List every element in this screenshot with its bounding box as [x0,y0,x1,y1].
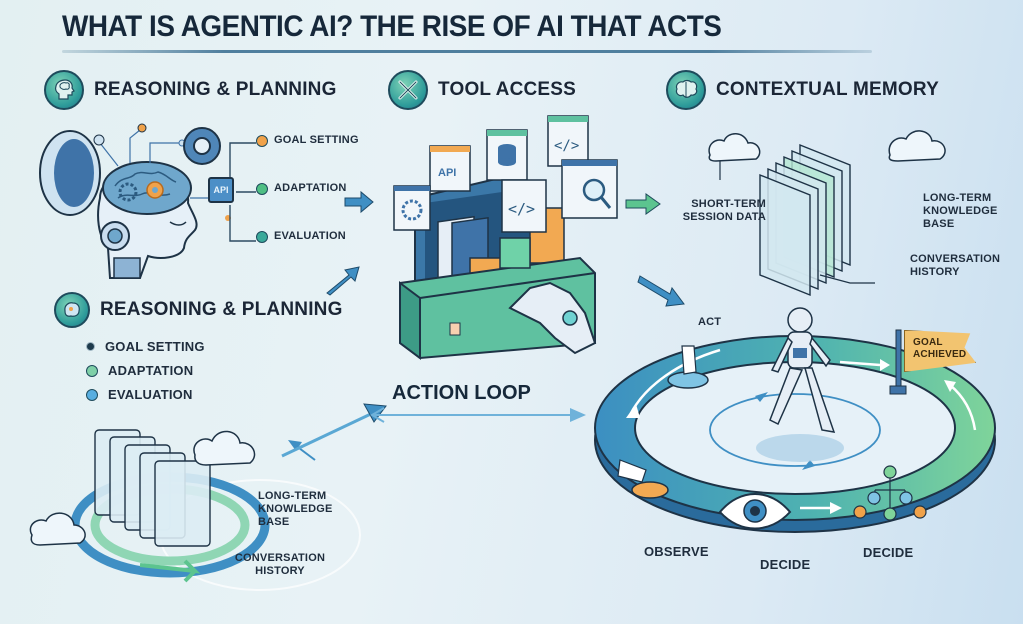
arrow-right-icon [344,190,374,214]
brain-head-icon [54,292,90,328]
contextual-memory-header: CONTEXTUAL MEMORY [666,70,939,110]
short-term-label: SHORT-TERM SESSION DATA [682,198,766,223]
arrow-down-right-icon [637,275,685,307]
memory-loop-illustration [29,429,361,591]
branch-adaptation: ADAPTATION [256,182,359,195]
decide-label-1: DECIDE [760,557,811,572]
settings-card [393,185,431,231]
brain-icon [666,70,706,110]
list-item-adaptation: ADAPTATION [86,364,205,377]
bullet-dark-icon [86,342,95,351]
long-term-label: LONG-TERM KNOWLEDGE BASE [923,192,998,230]
tool-access-title: TOOL ACCESS [438,79,577,100]
bullet-blue-icon [86,388,98,401]
svg-text:</>: </> [554,138,579,154]
branch-connector-lines [229,142,256,242]
toolbox-illustration: API </> </> [393,115,618,360]
memory-layers-illustration [708,130,946,297]
action-loop-ring [594,307,996,533]
branch-evaluation: EVALUATION [256,230,359,243]
reasoning-planning-header: REASONING & PLANNING [44,70,337,110]
list-item-evaluation: EVALUATION [86,388,205,401]
observe-label: OBSERVE [644,544,709,559]
reasoning-branches: GOAL SETTING ADAPTATION EVALUATION [256,134,359,243]
brain-head-icon [44,70,84,110]
contextual-memory-title: CONTEXTUAL MEMORY [716,79,939,100]
reasoning-list: GOAL SETTING ADAPTATION EVALUATION [86,340,205,412]
orange-dot-icon [256,134,268,147]
action-loop-arrow-icon [370,407,586,423]
code-card-2: </> [501,179,547,233]
api-chip-icon: API [208,177,234,203]
decide-label-2: DECIDE [863,545,914,560]
api-card: API [429,145,471,192]
robot-head-illustration [39,123,231,279]
code-card-1: </> [547,115,589,167]
action-loop-title: ACTION LOOP [392,382,531,404]
conversation-history-label-2: CONVERSATION HISTORY [234,552,326,577]
branch-goal-setting: GOAL SETTING [256,134,359,147]
wrench-screwdriver-icon [388,70,428,110]
act-label: ACT [698,316,722,328]
page-title: WHAT IS AGENTIC AI? THE RISE OF AI THAT … [62,10,722,43]
green-dot-icon [256,182,268,195]
svg-text:API: API [438,167,456,179]
reasoning-planning-header-2: REASONING & PLANNING [54,292,343,328]
title-underline [62,50,872,53]
long-term-label-2: LONG-TERM KNOWLEDGE BASE [258,490,333,528]
conversation-history-label: CONVERSATION HISTORY [910,253,1001,278]
arrow-right-green-icon [625,193,661,215]
reasoning-planning-title: REASONING & PLANNING [94,79,337,100]
database-card [486,129,528,181]
reasoning-planning-title-2: REASONING & PLANNING [100,299,343,320]
tool-access-header: TOOL ACCESS [388,70,576,110]
search-card [561,159,618,219]
bullet-green-icon [86,364,98,377]
arrow-up-right-icon [326,266,360,296]
svg-text:</>: </> [508,200,535,218]
teal-dot-icon [256,230,268,243]
list-item-goal-setting: GOAL SETTING [86,340,205,353]
